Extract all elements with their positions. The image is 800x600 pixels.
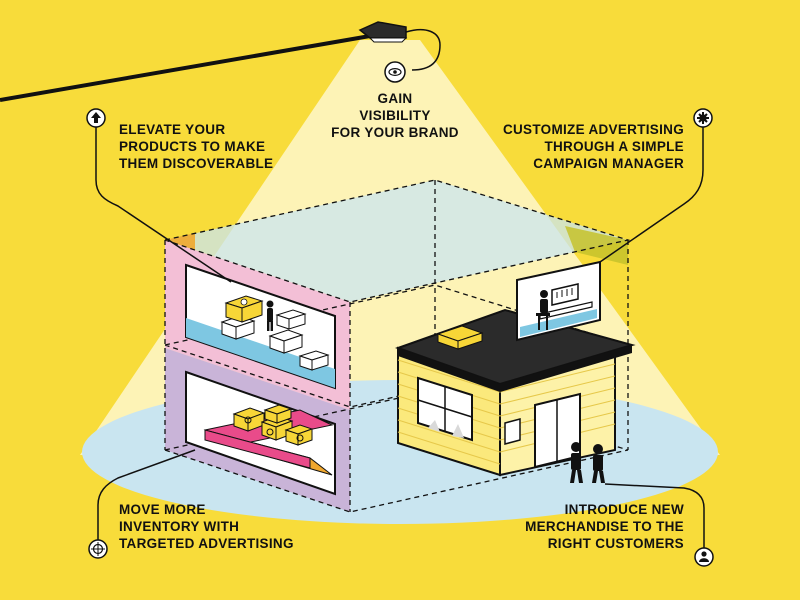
warehouse-window <box>185 263 336 390</box>
callout-line: ELEVATE YOUR <box>119 122 226 137</box>
callout-line: TARGETED ADVERTISING <box>119 536 294 551</box>
callout-line: INTRODUCE NEW <box>564 502 684 517</box>
callout-line: MOVE MORE <box>119 502 206 517</box>
callout-elevate-products: ELEVATE YOUR PRODUCTS TO MAKE THEM DISCO… <box>119 121 319 172</box>
callout-line: FOR YOUR BRAND <box>331 125 459 140</box>
back-wall-right <box>565 226 628 265</box>
callout-customize-advertising: CUSTOMIZE ADVERTISING THROUGH A SIMPLE C… <box>470 121 684 172</box>
street-lamp-icon <box>0 21 441 102</box>
callout-line: RIGHT CUSTOMERS <box>547 536 684 551</box>
eye-icon <box>384 61 406 83</box>
customer-figures <box>570 442 605 483</box>
callout-line: CUSTOMIZE ADVERTISING <box>502 122 684 137</box>
store-window-right <box>504 418 521 445</box>
callout-introduce-merchandise: INTRODUCE NEW MERCHANDISE TO THE RIGHT C… <box>486 501 684 552</box>
office-worker <box>536 290 550 330</box>
callout-move-inventory: MOVE MORE INVENTORY WITH TARGETED ADVERT… <box>119 501 329 552</box>
computer-monitor <box>551 283 579 306</box>
callout-line: THROUGH A SIMPLE <box>544 139 684 154</box>
store-building <box>395 308 636 477</box>
callout-gain-visibility: GAIN VISIBILITY FOR YOUR BRAND <box>320 90 470 141</box>
callout-line: THEM DISCOVERABLE <box>119 156 274 171</box>
callout-line: INVENTORY WITH <box>119 519 240 534</box>
callout-line: PRODUCTS TO MAKE <box>119 139 266 154</box>
target-crosshair-icon <box>88 539 108 559</box>
callout-line: MERCHANDISE TO THE <box>525 519 684 534</box>
gear-icon <box>693 108 713 128</box>
worker-figure <box>266 300 274 331</box>
callout-line: GAIN <box>377 91 413 106</box>
leader-lines <box>95 126 705 548</box>
stack-of-boxes <box>436 325 484 350</box>
conveyor-window <box>185 370 336 496</box>
up-arrow-icon <box>86 108 106 128</box>
ceiling-plane <box>165 180 628 302</box>
person-icon <box>694 547 714 567</box>
callout-line: VISIBILITY <box>359 108 431 123</box>
callout-line: CAMPAIGN MANAGER <box>533 156 684 171</box>
office-window <box>516 260 601 342</box>
